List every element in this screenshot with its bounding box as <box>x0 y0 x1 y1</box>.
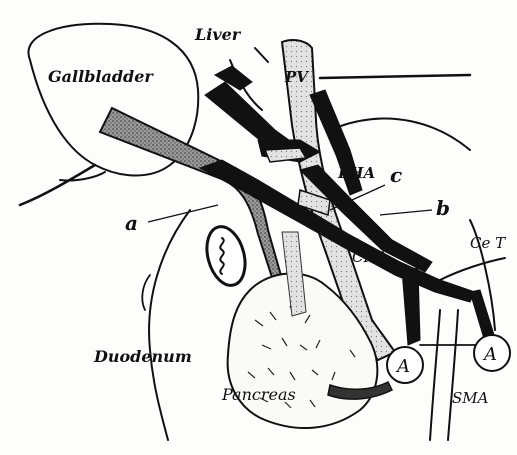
label-b: b <box>436 196 450 220</box>
label-cet: Ce T <box>470 234 506 252</box>
label-liver: Liver <box>194 25 242 44</box>
label-pha: PHA <box>337 164 375 182</box>
duodenum-inner <box>142 275 150 310</box>
cet-line <box>440 258 505 280</box>
label-cha: CHA <box>352 248 388 266</box>
sma-line-2 <box>448 310 458 440</box>
gallbladder-duct <box>20 165 95 205</box>
label-node-right: A <box>482 344 497 365</box>
duodenum-outline <box>149 210 190 440</box>
upper-right-curve <box>330 119 470 150</box>
ampulla <box>201 222 251 289</box>
label-pv: PV <box>284 68 309 86</box>
label-sma: SMA <box>452 389 489 407</box>
label-c: c <box>390 163 402 187</box>
label-duodenum: Duodenum <box>93 347 192 366</box>
label-node-left: A <box>395 356 410 377</box>
sma-line-1 <box>430 310 440 440</box>
label-a: a <box>125 211 138 235</box>
liver-edge-right <box>320 75 470 78</box>
label-gallbladder: Gallbladder <box>48 67 154 86</box>
label-pancreas: Pancreas <box>221 385 296 404</box>
liver-edge-2 <box>255 48 268 62</box>
leader-b <box>380 210 432 215</box>
